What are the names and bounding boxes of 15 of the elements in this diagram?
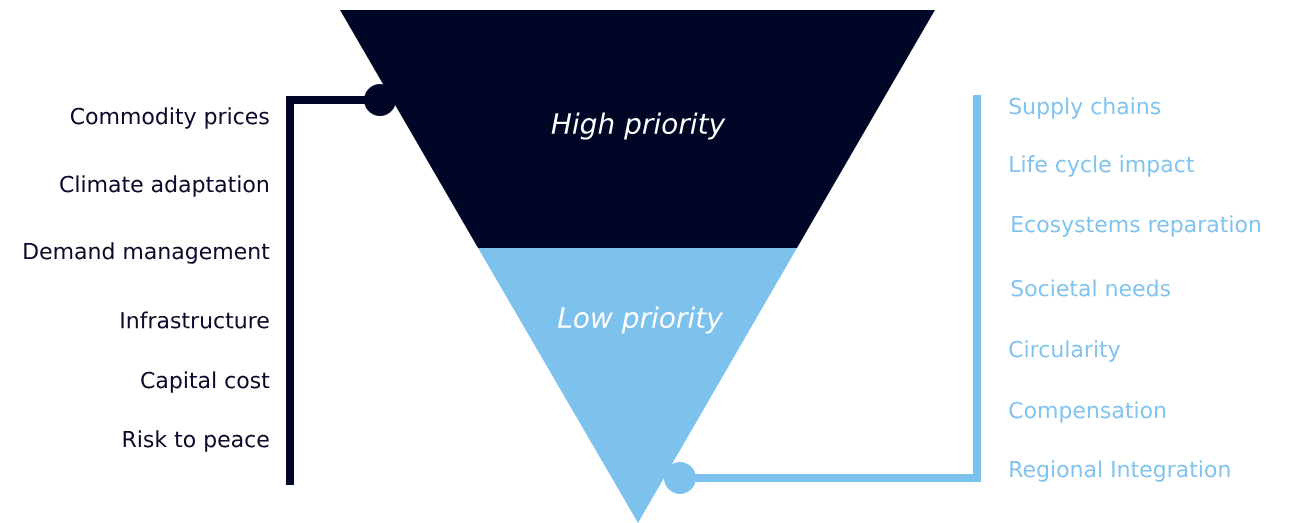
list-item: Regional Integration: [1010, 460, 1230, 482]
list-item: Capital cost: [141, 371, 270, 393]
list-item: Supply chains: [1009, 97, 1161, 119]
list-item: Demand management: [24, 242, 270, 264]
list-item: Life cycle impact: [1010, 155, 1194, 177]
list-item: Societal needs: [1011, 279, 1170, 297]
list-item: Risk to peace: [123, 430, 269, 452]
list-item: Circularity: [1009, 340, 1121, 362]
list-item: Infrastructure: [121, 311, 269, 329]
list-item: Commodity prices: [70, 107, 269, 129]
priority-band: High priority: [340, 10, 935, 248]
list-item: Climate adaptation: [60, 175, 268, 197]
list-item: Compensation: [1009, 401, 1166, 423]
list-item: Ecosystems reparation: [1012, 215, 1260, 237]
priority-band: Low priority: [478, 248, 797, 523]
